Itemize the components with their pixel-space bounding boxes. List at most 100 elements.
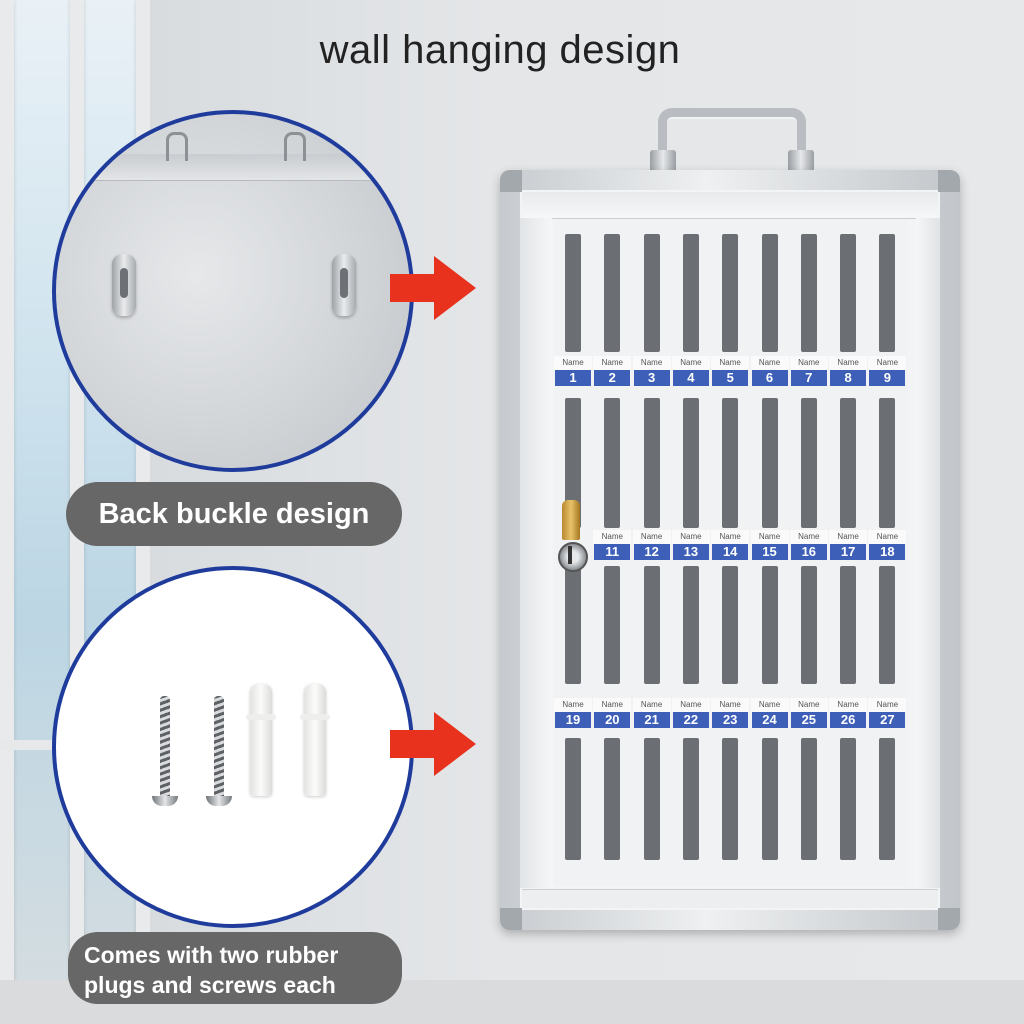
lock-latch: [562, 500, 580, 540]
slot-number: 7: [790, 370, 827, 386]
slot-number: 2: [594, 370, 631, 386]
window-frame: [0, 0, 14, 1024]
frame-corner: [500, 908, 522, 930]
key-slot: [682, 738, 699, 860]
name-field: Name: [554, 356, 592, 370]
name-field: Name: [750, 530, 789, 544]
slot-number: 15: [751, 544, 788, 560]
frame-corner: [500, 170, 522, 192]
name-field: Name: [711, 356, 750, 370]
name-field: Name: [868, 530, 907, 544]
key-slot: [879, 566, 896, 684]
cabinet-top-edge: [56, 154, 410, 181]
name-field: Name: [829, 698, 868, 712]
key-slot: [879, 738, 896, 860]
slot-number: 1: [555, 370, 591, 386]
arrow-icon: [390, 256, 476, 320]
key-slot: [643, 738, 660, 860]
inner-rail-top: [522, 192, 938, 219]
lock-cylinder-icon: [558, 542, 588, 572]
key-slot: [565, 234, 581, 352]
slot-number: 13: [672, 544, 709, 560]
inner-rail-bottom: [522, 889, 938, 908]
key-slot: [800, 398, 817, 528]
door-right-stile: [916, 218, 940, 888]
key-slot: [722, 398, 739, 528]
caption-accessories-line1: Comes with two rubber: [84, 942, 339, 968]
slot-number: 6: [751, 370, 788, 386]
screw-icon: [152, 696, 178, 806]
key-slot: [879, 234, 896, 352]
key-slot: [722, 738, 739, 860]
key-slot: [565, 738, 581, 860]
key-slot: [879, 398, 896, 528]
door-left-stile: [520, 218, 552, 888]
rubber-plug-icon: [300, 684, 330, 796]
name-field: Name: [750, 698, 789, 712]
name-field: Name: [789, 698, 828, 712]
slot-number: 12: [633, 544, 670, 560]
slot-number: 3: [633, 370, 670, 386]
slot-number: 24: [751, 712, 788, 728]
slot-number: 19: [555, 712, 591, 728]
key-slot: [761, 566, 778, 684]
slot-number: 20: [594, 712, 631, 728]
name-field: Name: [711, 698, 750, 712]
key-slot: [682, 566, 699, 684]
name-field: Name: [593, 356, 632, 370]
frame-corner: [938, 170, 960, 192]
name-field: Name: [632, 356, 671, 370]
slot-number: 26: [830, 712, 867, 728]
name-field: Name: [671, 530, 710, 544]
screw-icon: [206, 696, 232, 806]
key-slot: [604, 234, 621, 352]
key-slot: [761, 234, 778, 352]
lock[interactable]: [556, 500, 588, 580]
buckle-bracket-left: [112, 254, 136, 316]
key-slot: [565, 398, 581, 528]
key-slot: [800, 566, 817, 684]
name-field: Name: [632, 530, 671, 544]
key-slot: [565, 566, 581, 684]
key-slot: [604, 566, 621, 684]
slot-number: 23: [712, 712, 749, 728]
keyhole-icon: [568, 546, 572, 564]
name-field: Name: [829, 356, 868, 370]
key-slot: [643, 566, 660, 684]
name-field: Name: [671, 698, 710, 712]
key-slot: [840, 398, 857, 528]
slot-number: 8: [830, 370, 867, 386]
slot-number: 9: [869, 370, 906, 386]
key-slot: [722, 234, 739, 352]
name-field: Name: [632, 698, 671, 712]
handle-hinge: [284, 132, 306, 161]
name-field: Name: [554, 698, 592, 712]
slot-number: 18: [869, 544, 906, 560]
key-slot: [604, 398, 621, 528]
frame-corner: [938, 908, 960, 930]
caption-accessories: Comes with two rubber plugs and screws e…: [68, 932, 402, 1004]
slot-number: 5: [712, 370, 749, 386]
key-slot: [682, 234, 699, 352]
key-slot: [840, 738, 857, 860]
name-field: Name: [789, 530, 828, 544]
accessories-detail: [52, 566, 414, 928]
name-field: Name: [593, 698, 632, 712]
slot-number: 25: [790, 712, 827, 728]
name-field: Name: [711, 530, 750, 544]
